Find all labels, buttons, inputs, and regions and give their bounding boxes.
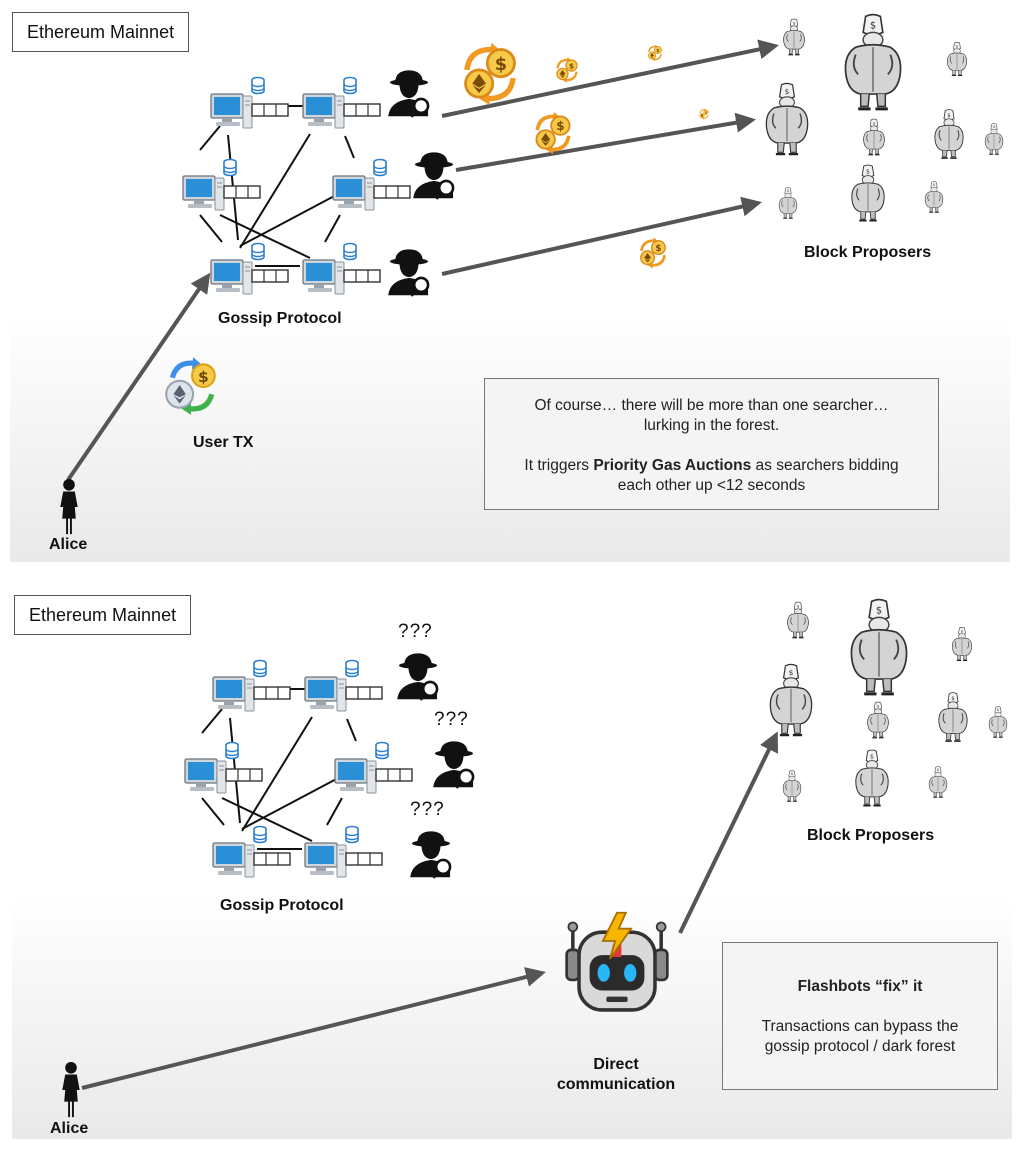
question-marks: ???: [398, 621, 433, 642]
searcher-spy-icon: [397, 653, 437, 699]
searcher-spy-icon: [413, 152, 453, 198]
block-proposers-label: Block Proposers: [804, 244, 932, 261]
diagram-art: [60, 12, 1004, 535]
block-proposers-group: [765, 12, 1004, 222]
slide-flashbots: Ethereum Mainnet: [12, 593, 1012, 1139]
block-proposer-icon: [765, 82, 809, 156]
block-proposer-icon: [984, 123, 1004, 155]
searcher-arrow: [441, 196, 762, 276]
block-proposer-icon: [934, 108, 964, 159]
searcher-spy-icon: [410, 831, 450, 877]
slide-title: Ethereum Mainnet: [14, 595, 192, 635]
block-proposer-icon: [782, 18, 806, 56]
computer-node-icon: [302, 76, 381, 129]
block-proposer-icon: [850, 164, 886, 222]
searcher-arrow: [455, 112, 756, 172]
computer-node-icon: [302, 242, 381, 295]
searcher-spy-icon: [388, 70, 428, 116]
block-proposer-icon: [924, 181, 944, 213]
block-proposer-icon: [938, 691, 968, 742]
coin-swap-icon: [466, 43, 515, 106]
gossip-protocol-label: Gossip Protocol: [218, 310, 342, 327]
gossip-protocol-label: Gossip Protocol: [220, 897, 344, 914]
block-proposers-label: Block Proposers: [807, 827, 935, 844]
slide-priority-gas-auction: Ethereum Mainnet: [10, 10, 1010, 562]
question-marks: ???: [434, 709, 469, 730]
searcher-arrow: [441, 39, 779, 118]
flashbots-robot-icon: [564, 911, 670, 1012]
block-proposer-icon: [854, 749, 890, 807]
user-tx-icon: [166, 357, 215, 415]
note-line: gossip protocol / dark forest: [764, 1038, 956, 1055]
note-line: lurking in the forest.: [643, 417, 780, 434]
note-heading: Flashbots “fix” it: [797, 978, 923, 995]
alice-label: Alice: [49, 536, 88, 553]
note-box: Flashbots “fix” it Transactions can bypa…: [722, 942, 998, 1090]
alice-to-robot-arrow: [81, 967, 546, 1090]
person-icon: [62, 1061, 80, 1118]
coin-swap-icon: [534, 110, 572, 156]
coin-swap-icon: [555, 56, 579, 84]
computer-node-icon: [334, 741, 413, 794]
computer-node-icon: [332, 158, 411, 211]
direct-communication-label: Direct communication: [556, 1056, 676, 1093]
priority-gas-auctions-text: Priority Gas Auctions: [593, 457, 752, 474]
computer-node-icon: [304, 825, 383, 878]
question-marks: ???: [410, 799, 445, 820]
note-line: Of course… there will be more than one s…: [534, 397, 889, 414]
block-proposer-icon: [928, 766, 948, 798]
block-proposer-icon: [988, 706, 1008, 738]
block-proposer-icon: [778, 187, 798, 219]
person-icon: [60, 478, 78, 535]
user-tx-label: User TX: [193, 434, 254, 451]
computer-node-icon: [212, 825, 291, 878]
block-proposer-icon: [862, 118, 886, 156]
alice-label: Alice: [50, 1120, 89, 1137]
block-proposer-icon: [866, 701, 890, 739]
note-line: Transactions can bypass the: [761, 1018, 959, 1035]
block-proposer-icon: [946, 41, 968, 77]
diagram-art: [62, 597, 1008, 1118]
block-proposer-icon: [786, 601, 810, 639]
note-line: It triggers Priority Gas Auctions as sea…: [524, 457, 899, 474]
computer-node-icon: [210, 242, 289, 295]
coin-swap-icon: [699, 108, 709, 120]
alice-to-gossip-arrow: [66, 272, 211, 482]
slide-title: Ethereum Mainnet: [12, 12, 190, 52]
block-proposer-icon: [782, 770, 802, 802]
block-proposer-icon: [843, 12, 903, 111]
block-proposers-group: [769, 597, 1008, 807]
block-proposer-icon: [769, 663, 813, 737]
block-proposer-icon: [951, 626, 973, 662]
coin-swap-icon: [639, 236, 667, 270]
computer-node-icon: [184, 741, 263, 794]
computer-node-icon: [304, 659, 383, 712]
searcher-spy-icon: [388, 249, 428, 295]
block-proposer-icon: [849, 597, 909, 696]
computer-node-icon: [212, 659, 291, 712]
computer-node-icon: [182, 158, 261, 211]
robot-to-proposers-arrow: [678, 731, 779, 934]
computer-node-icon: [210, 76, 289, 129]
note-box: Of course… there will be more than one s…: [484, 378, 939, 510]
note-line: each other up <12 seconds: [617, 477, 806, 494]
searcher-spy-icon: [433, 741, 473, 787]
gossip-links: [199, 105, 355, 267]
coin-swap-icon: [647, 44, 663, 62]
